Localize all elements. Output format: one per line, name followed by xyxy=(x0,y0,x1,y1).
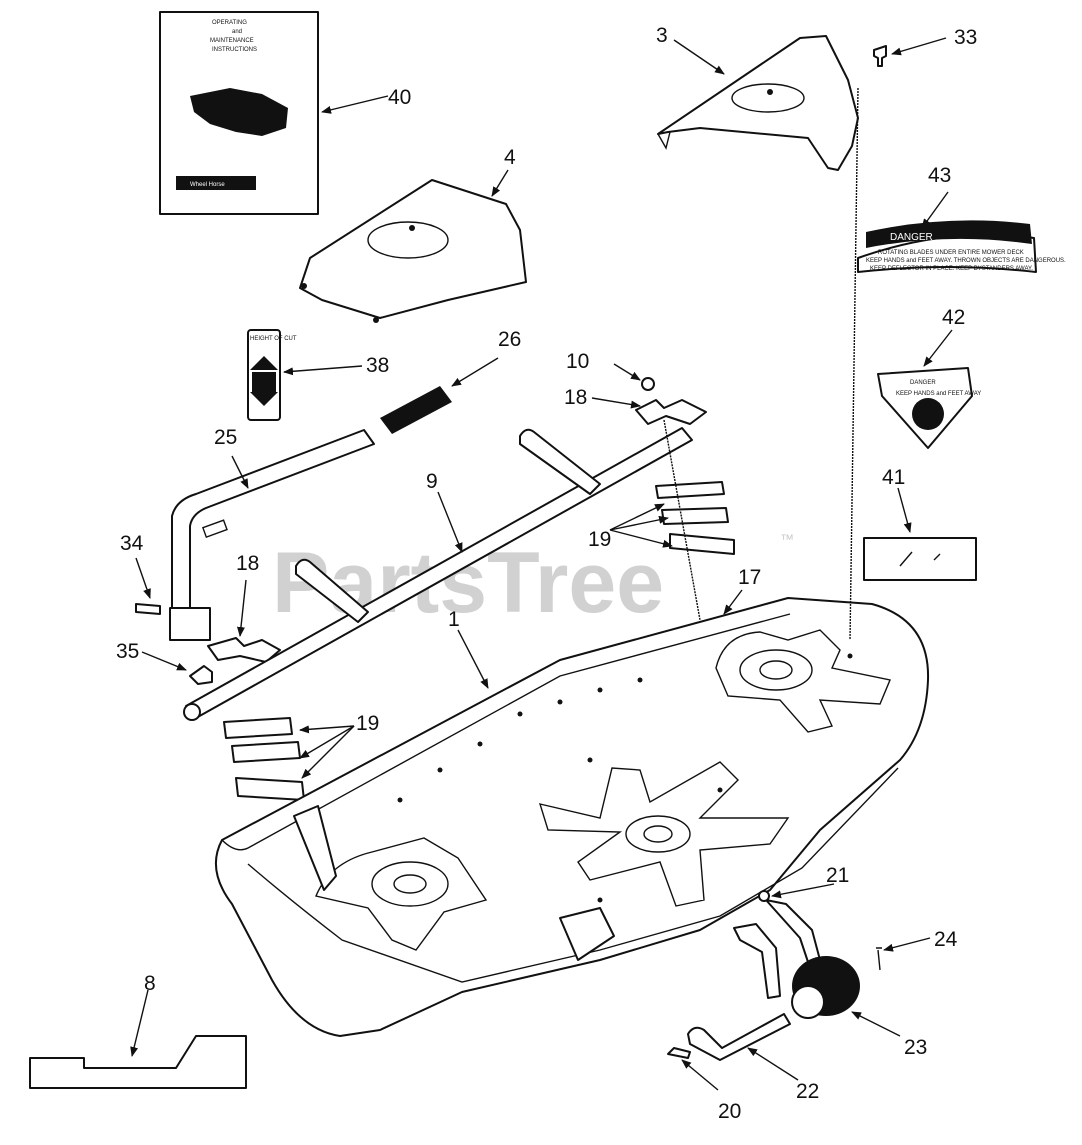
callout-4: 4 xyxy=(504,146,516,169)
part-1-mower-deck xyxy=(215,597,930,1037)
part-33-bolt xyxy=(873,45,887,67)
decal-38-title: HEIGHT OF CUT xyxy=(250,336,297,342)
watermark-trademark: ™ xyxy=(780,531,794,547)
deck-hub-center xyxy=(538,761,790,907)
part-19-plates-left xyxy=(223,717,305,801)
callout-18-left: 18 xyxy=(236,552,259,575)
callout-23: 23 xyxy=(904,1036,927,1059)
decal-danger-line-1: ROTATING BLADES UNDER ENTIRE MOWER DECK xyxy=(878,250,1024,256)
manual-title-line-3: MAINTENANCE xyxy=(210,38,254,44)
callout-1: 1 xyxy=(448,608,460,631)
part-20-bolt xyxy=(667,1047,691,1059)
decal-42-heading: DANGER xyxy=(910,380,936,386)
manual-title-line-4: INSTRUCTIONS xyxy=(212,47,257,53)
part-34-pin xyxy=(135,603,161,615)
part-23-roller xyxy=(791,956,860,1019)
part-22-roller-axle xyxy=(687,1013,791,1061)
callout-34: 34 xyxy=(120,532,144,555)
part-35-clip xyxy=(189,665,213,685)
manual-title-line-1: OPERATING xyxy=(212,20,247,26)
part-9-lift-rod xyxy=(183,427,693,721)
manual-title-line-2: and xyxy=(232,29,242,35)
part-38-height-decal: HEIGHT OF CUT xyxy=(247,329,297,421)
part-19-plates-right xyxy=(655,481,735,555)
leader-lines xyxy=(130,37,953,1091)
part-25-handle xyxy=(169,429,375,641)
callout-33: 33 xyxy=(954,26,977,49)
callout-18-right: 18 xyxy=(564,386,587,409)
callout-42: 42 xyxy=(942,306,965,329)
part-40-manual: OPERATING and MAINTENANCE INSTRUCTIONS W… xyxy=(159,11,319,215)
part-24-pin xyxy=(876,947,882,971)
manual-brand: Wheel Horse xyxy=(190,182,225,188)
callout-43: 43 xyxy=(928,164,951,187)
part-26-grip xyxy=(380,386,452,434)
callout-10: 10 xyxy=(566,350,589,373)
callout-8: 8 xyxy=(144,972,156,995)
callout-40: 40 xyxy=(388,86,411,109)
callout-3: 3 xyxy=(656,24,668,47)
deck-hub-right xyxy=(715,629,891,733)
part-42-danger-decal: DANGER KEEP HANDS and FEET AWAY xyxy=(877,367,981,449)
decal-danger-line-2: KEEP HANDS and FEET AWAY. THROWN OBJECTS… xyxy=(866,258,1066,264)
callout-38: 38 xyxy=(366,354,389,377)
part-8-strip xyxy=(29,1035,247,1089)
part-21-roller-bracket xyxy=(733,890,821,999)
callout-35: 35 xyxy=(116,640,139,663)
decal-42-text: KEEP HANDS and FEET AWAY xyxy=(896,391,981,397)
callout-numbers: 1 3 4 8 9 10 17 18 18 19 19 20 21 22 23 … xyxy=(116,24,977,1123)
callout-17: 17 xyxy=(738,566,761,589)
callout-41: 41 xyxy=(882,466,905,489)
part-18-bracket-right xyxy=(635,399,707,425)
callout-24: 24 xyxy=(934,928,958,951)
part-3-cover xyxy=(657,35,859,171)
part-10-nut xyxy=(641,377,655,391)
callout-19-right: 19 xyxy=(588,528,611,551)
callout-19-left: 19 xyxy=(356,712,379,735)
part-18-bracket-left xyxy=(207,637,281,663)
callout-22: 22 xyxy=(796,1080,819,1103)
part-41-plate xyxy=(863,537,977,581)
decal-danger-line-3: KEEP DEFLECTOR IN PLACE. KEEP BYSTANDERS… xyxy=(870,266,1033,272)
callout-20: 20 xyxy=(718,1100,741,1123)
part-4-cover xyxy=(299,179,527,323)
callout-26: 26 xyxy=(498,328,521,351)
callout-9: 9 xyxy=(426,470,438,493)
decal-danger-heading: DANGER xyxy=(890,232,933,243)
callout-21: 21 xyxy=(826,864,849,887)
callout-25: 25 xyxy=(214,426,237,449)
part-43-danger-decal: DANGER ROTATING BLADES UNDER ENTIRE MOWE… xyxy=(857,220,1066,273)
